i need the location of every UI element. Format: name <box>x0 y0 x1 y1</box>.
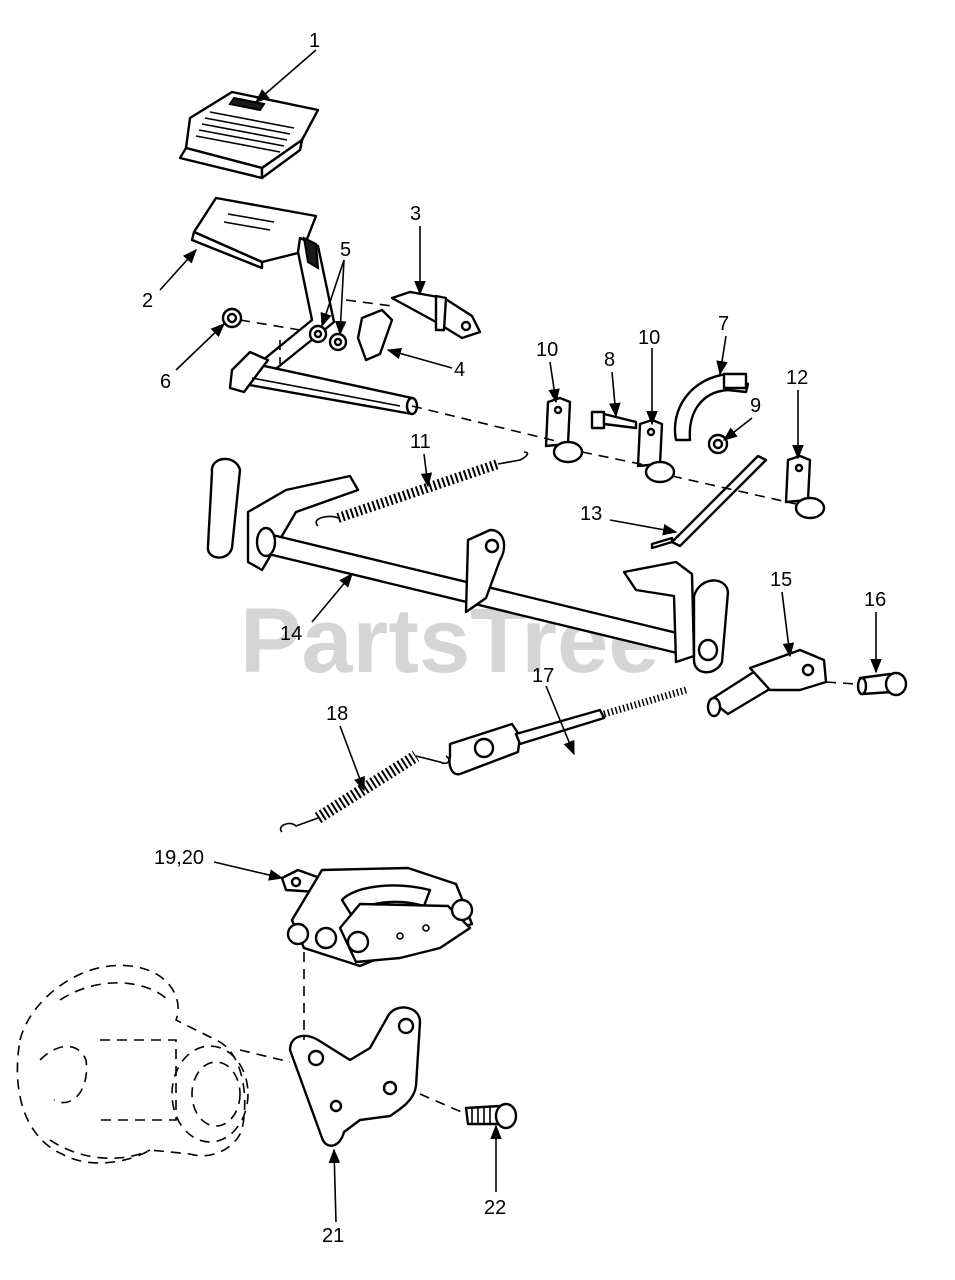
part-12-clevis[interactable] <box>784 454 826 520</box>
part-18-spring[interactable] <box>279 750 450 833</box>
callout-12: 12 <box>786 367 808 389</box>
callout-17: 17 <box>532 665 554 687</box>
callout-4: 4 <box>454 359 465 381</box>
callout-5: 5 <box>340 239 351 261</box>
callout-1: 1 <box>309 30 320 52</box>
callout-labels: 1 2 3 4 5 6 7 8 9 10 10 11 12 13 14 15 1… <box>142 30 886 1247</box>
part-1-pedal-pad[interactable] <box>178 90 320 180</box>
part-7-strap[interactable] <box>673 372 750 442</box>
part-19-20-brake-caliper[interactable] <box>280 866 474 968</box>
part-17-threaded-rod[interactable] <box>448 686 687 776</box>
part-11-spring[interactable] <box>315 451 529 527</box>
callout-14: 14 <box>280 623 302 645</box>
callout-18: 18 <box>326 703 348 725</box>
callout-10a: 10 <box>536 339 558 361</box>
callout-9: 9 <box>750 395 761 417</box>
callout-8: 8 <box>604 349 615 371</box>
callout-6: 6 <box>160 371 171 393</box>
part-3-bracket[interactable] <box>390 290 482 340</box>
callout-11: 11 <box>410 431 431 453</box>
part-10-clevis-b[interactable] <box>636 418 676 484</box>
part-21-mounting-plate[interactable] <box>288 1006 422 1147</box>
callout-7: 7 <box>718 313 729 335</box>
callout-2: 2 <box>142 290 153 312</box>
part-8-bolt[interactable] <box>590 410 638 430</box>
part-14-cross-shaft[interactable] <box>206 457 730 674</box>
part-16-clevis-pin[interactable] <box>856 671 908 697</box>
watermark: PartsTree <box>240 590 659 692</box>
part-13-rod[interactable] <box>650 454 768 550</box>
part-15-clevis[interactable] <box>706 648 828 718</box>
part-6-nut[interactable] <box>221 307 243 329</box>
callout-16: 16 <box>864 589 886 611</box>
callout-3: 3 <box>410 203 421 225</box>
callout-15: 15 <box>770 569 792 591</box>
part-9-nut[interactable] <box>707 433 729 455</box>
callout-22: 22 <box>484 1197 506 1219</box>
pedal-shaft[interactable] <box>228 350 419 416</box>
part-22-bolt[interactable] <box>464 1102 518 1130</box>
leader-lines <box>159 49 882 1223</box>
part-10-clevis-a[interactable] <box>544 396 584 464</box>
callout-19-20: 19,20 <box>154 847 204 869</box>
callout-10b: 10 <box>638 327 660 349</box>
assembly-guide-lines <box>239 299 857 1115</box>
part-5-nuts[interactable] <box>308 324 348 352</box>
callout-13: 13 <box>580 503 602 525</box>
transaxle-housing-outline <box>16 964 249 1164</box>
part-4-bracket[interactable] <box>356 308 394 362</box>
part-2-pedal-arm[interactable] <box>190 196 336 382</box>
callout-21: 21 <box>322 1225 344 1247</box>
